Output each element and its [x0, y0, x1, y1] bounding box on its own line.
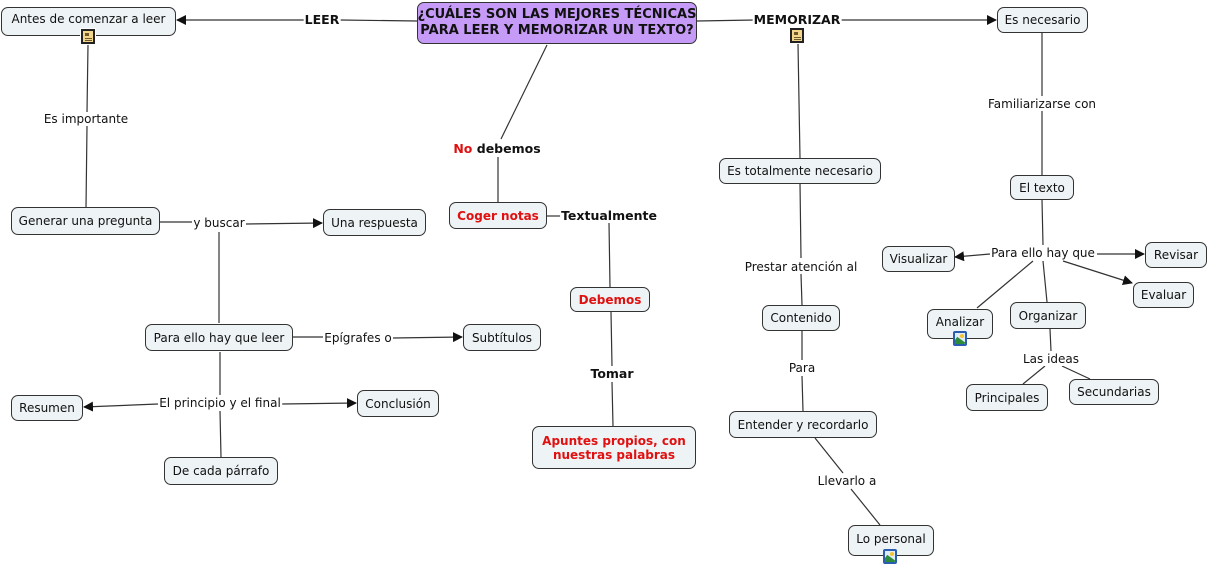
edge-ideas-secundarias	[1061, 365, 1091, 380]
node-es-necesario[interactable]: Es necesario	[997, 7, 1088, 33]
node-personal-label: Lo personal	[856, 532, 926, 546]
document-icon[interactable]	[789, 27, 805, 44]
node-visualizar[interactable]: Visualizar	[882, 246, 955, 272]
node-necesario-label: Es necesario	[1004, 13, 1081, 27]
node-visualizar-label: Visualizar	[889, 252, 948, 266]
edge-antes-importante	[86, 44, 89, 113]
document-icon[interactable]	[80, 28, 96, 45]
edge-epigrafes-subtitulos	[392, 332, 463, 343]
node-entender-recordarlo[interactable]: Entender y recordarlo	[729, 411, 877, 438]
node-parrafo-label: De cada párrafo	[172, 464, 270, 478]
edge-ideas-principales	[1022, 365, 1046, 385]
node-antes-label: Antes de comenzar a leer	[11, 12, 166, 26]
link-y-buscar: y buscar	[192, 216, 246, 230]
edge-tomar-apuntes	[611, 381, 614, 427]
node-resumen-label: Resumen	[19, 401, 75, 415]
node-analizar-label: Analizar	[935, 315, 985, 329]
node-contenido[interactable]: Contenido	[762, 305, 840, 331]
link-no-debemos: No debemos	[452, 141, 542, 156]
edge-debemos-tomar	[610, 311, 613, 367]
node-respuesta-label: Una respuesta	[331, 215, 418, 230]
edge-totalmente-prestar	[799, 182, 802, 259]
link-leer: LEER	[303, 12, 341, 27]
node-evaluar[interactable]: Evaluar	[1133, 282, 1194, 308]
edge-memorizar-totalmente	[797, 43, 801, 159]
node-debemos-label: Debemos	[578, 292, 642, 307]
node-secundarias-label: Secundarias	[1077, 385, 1151, 399]
node-totalmente-label: Es totalmente necesario	[727, 164, 873, 178]
edge-prestar-contenido	[800, 273, 803, 306]
edge-paraello-visualizar	[954, 251, 991, 262]
node-resumen[interactable]: Resumen	[11, 395, 83, 421]
node-principales-label: Principales	[974, 390, 1040, 405]
image-icon[interactable]	[953, 331, 967, 346]
link-no-word: No	[453, 141, 473, 156]
edge-importante-generar	[85, 125, 88, 209]
edge-principio-conclusion	[281, 398, 357, 409]
node-evaluar-label: Evaluar	[1140, 288, 1187, 302]
node-organizar[interactable]: Organizar	[1010, 302, 1086, 329]
edge-root-nodebemos	[500, 44, 548, 140]
link-prestar-atencion: Prestar atención al	[743, 260, 859, 274]
link-llevarlo-a: Llevarlo a	[816, 474, 878, 488]
edge-entender-llevarlo	[814, 437, 844, 474]
node-de-cada-parrafo[interactable]: De cada párrafo	[164, 457, 278, 485]
edge-llevarlo-personal	[850, 488, 881, 526]
root-question-line-1: ¿CUÁLES SON LAS MEJORES TÉCNICAS	[417, 7, 697, 22]
edge-principio-resumen	[83, 401, 159, 412]
edge-texto-paraello	[1041, 199, 1044, 246]
image-icon[interactable]	[883, 549, 897, 564]
node-revisar-label: Revisar	[1153, 248, 1199, 262]
node-contenido-label: Contenido	[770, 311, 832, 325]
node-apuntes-line-2: nuestras palabras	[552, 447, 676, 462]
node-para-leer-label: Para ello hay que leer	[153, 330, 285, 345]
link-para: Para	[787, 361, 817, 375]
node-apuntes-line-1: Apuntes propios, con	[542, 433, 686, 448]
node-secundarias[interactable]: Secundarias	[1069, 379, 1159, 405]
node-generar-label: Generar una pregunta	[18, 214, 153, 228]
edge-paraello-evaluar	[1062, 260, 1133, 286]
node-entender-label: Entender y recordarlo	[737, 417, 869, 432]
node-apuntes-propios[interactable]: Apuntes propios, con nuestras palabras	[532, 426, 696, 469]
link-memorizar: MEMORIZAR	[752, 12, 842, 27]
link-tomar: Tomar	[589, 366, 635, 381]
node-coger-notas[interactable]: Coger notas	[449, 202, 547, 229]
node-debemos[interactable]: Debemos	[570, 287, 650, 312]
node-una-respuesta[interactable]: Una respuesta	[323, 209, 426, 236]
edge-paraello-organizar	[1042, 260, 1048, 303]
root-question-line-2: PARA LEER Y MEMORIZAR UN TEXTO?	[420, 23, 694, 38]
edge-textualmente-debemos	[608, 222, 611, 288]
node-es-totalmente-necesario[interactable]: Es totalmente necesario	[719, 158, 881, 184]
node-texto-label: El texto	[1019, 180, 1065, 195]
node-organizar-label: Organizar	[1018, 308, 1078, 323]
node-conclusion-label: Conclusión	[365, 396, 431, 411]
node-subtitulos[interactable]: Subtítulos	[463, 324, 541, 351]
node-generar-pregunta[interactable]: Generar una pregunta	[11, 207, 160, 235]
edge-buscar-respuesta	[245, 218, 323, 229]
node-revisar[interactable]: Revisar	[1145, 242, 1207, 268]
link-epigrafes: Epígrafes o	[323, 331, 393, 345]
link-textualmente: Textualmente	[560, 208, 658, 223]
link-familiarizarse: Familiarizarse con	[986, 97, 1098, 111]
node-analizar[interactable]: Analizar	[927, 309, 993, 339]
node-conclusion[interactable]: Conclusión	[357, 390, 439, 417]
link-las-ideas: Las ideas	[1021, 352, 1081, 366]
edge-organizar-ideas	[1049, 328, 1052, 352]
link-principio-final: El principio y el final	[158, 396, 282, 410]
link-debemos-word: debemos	[476, 141, 541, 156]
edge-principio-parrafo	[219, 410, 222, 458]
link-es-importante: Es importante	[42, 112, 130, 126]
root-question-node[interactable]: ¿CUÁLES SON LAS MEJORES TÉCNICAS PARA LE…	[417, 2, 697, 44]
node-el-texto[interactable]: El texto	[1010, 175, 1074, 200]
link-para-ello-hay-que: Para ello hay que	[990, 246, 1096, 260]
edge-root-leer	[339, 19, 418, 22]
edge-paraello-analizar	[976, 260, 1034, 309]
edge-root-memorizar	[696, 19, 756, 22]
edge-para-entender	[801, 375, 804, 412]
node-principales[interactable]: Principales	[966, 384, 1048, 411]
node-subtitulos-label: Subtítulos	[471, 330, 533, 345]
node-coger-label: Coger notas	[457, 208, 539, 223]
node-para-ello-leer[interactable]: Para ello hay que leer	[145, 324, 293, 351]
